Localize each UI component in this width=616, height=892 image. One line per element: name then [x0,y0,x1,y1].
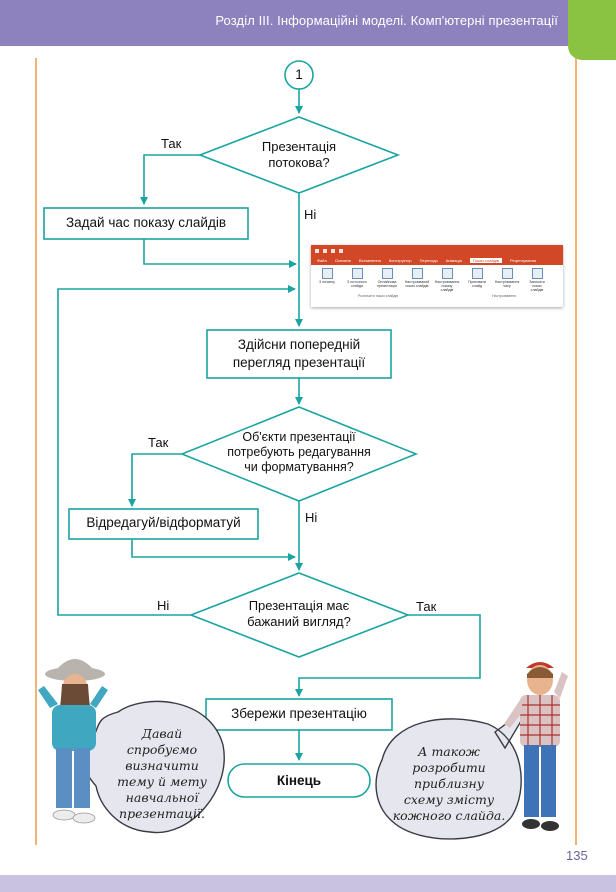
left-bubble-line: тему й мету [117,774,207,789]
left-bubble-line: навчальної [125,790,199,805]
ribbon-tab: Рецензування [510,258,537,263]
end-terminator-shape [227,763,371,798]
left-bubble-text: Давай спробуємо визначити тему й мету на… [104,726,220,822]
ribbon-button: Записати показ слайдів [527,268,547,292]
ribbon-button: З початку [317,268,337,292]
page-number: 135 [566,848,588,863]
ribbon-tab: Вставлення [358,258,381,263]
slideshow-icon [351,268,363,279]
decision-1-line-1: Презентація [261,139,337,154]
ribbon-button: Настроювання часу [495,268,519,292]
left-bubble-line: презентації. [119,806,205,821]
ribbon-tab: Анімація [445,258,462,263]
decision-3-label: Презентація має бажаний вигляд? [219,598,379,630]
decision-3-shape [188,572,411,658]
ribbon-button: Приховати слайд [467,268,487,292]
chapter-title: Розділ III. Інформаційні моделі. Комп'ют… [215,13,558,28]
decision-3-line-1: Презентація має [248,598,350,613]
ribbon-tabs: Файл Основне Вставлення Конструктор Пере… [311,256,563,265]
ribbon-groups: Розпочати показ слайдів Настроювання [311,292,563,298]
ribbon-button: З поточного слайда [347,268,367,292]
decision-2-line-2: потребують редагування [227,445,371,459]
box-preview-line-2: перегляд презентації [232,355,366,370]
ribbon-quick-access [311,245,563,256]
decision-2-no-label: Ні [305,510,318,525]
globe-icon [381,268,393,279]
ribbon-tab: Переходи [419,258,438,263]
decision-1-line-2: потокова? [268,155,330,170]
page-footer-band [0,875,616,892]
decision-2-line-3: чи форматування? [244,460,354,474]
connector-label: 1 [295,67,303,82]
hide-slide-icon [471,268,483,279]
right-bubble-line: кожного слайда. [392,808,506,823]
ribbon-buttons: З початку З поточного слайда Онлайнова п… [311,265,563,292]
end-label: Кінець [276,773,322,788]
decision-1-no-label: Ні [304,207,317,222]
ribbon-button: Онлайнова презентація [377,268,397,292]
ribbon-button: Настроюваний показ слайдів [405,268,429,292]
decision-2-label: Об'єкти презентації потребують редагуван… [212,430,386,475]
right-bubble-line: розробити [412,760,486,775]
right-bubble-line: приблизну [413,776,485,791]
boy-illustration [504,662,568,831]
powerpoint-ribbon-screenshot: Файл Основне Вставлення Конструктор Пере… [311,245,563,307]
right-bubble-line: схему змісту [403,792,495,807]
chapter-tab [568,0,616,60]
ribbon-tab: Файл [317,258,327,263]
box-save-label: Збережи презентацію [231,706,367,721]
decision-1-label: Презентація потокова? [220,139,378,171]
ribbon-group-label: Розпочати показ слайдів [358,294,399,298]
decision-3-yes-label: Так [416,599,437,614]
ribbon-tab-active: Показ слайдів [469,258,503,263]
decision-2-yes-label: Так [148,435,169,450]
decision-3-no-label: Ні [157,598,170,613]
record-icon [531,268,543,279]
setup-icon [441,268,453,279]
ribbon-button: Настроювання показу слайдів [435,268,459,292]
right-bubble-line: А також [418,744,480,759]
ribbon-tab: Конструктор [388,258,412,263]
girl-illustration [38,659,108,824]
custom-show-icon [411,268,423,279]
left-bubble-line: визначити [125,758,199,773]
decision-1-yes-label: Так [161,136,182,151]
chapter-header: Розділ III. Інформаційні моделі. Комп'ют… [0,0,616,46]
box-preview-label: Здійсни попередній перегляд презентації [207,336,391,372]
box-save-shape [205,698,393,731]
decision-2-line-1: Об'єкти презентації [242,430,356,444]
box-edit-shape [68,508,259,540]
timing-icon [501,268,513,279]
left-bubble-line: Давай [141,726,183,741]
decision-3-line-2: бажаний вигляд? [247,614,351,629]
box-time-shape [43,207,249,240]
ribbon-group-label: Настроювання [492,294,516,298]
right-bubble-text: А також розробити приблизну схему змісту… [384,744,514,824]
box-edit-label: Відредагуй/відформатуй [86,515,241,530]
box-time-label: Задай час показу слайдів [65,215,227,230]
left-bubble-line: спробуємо [126,742,198,757]
box-preview-line-1: Здійсни попередній [237,337,361,352]
slideshow-icon [321,268,333,279]
ribbon-tab: Основне [334,258,351,263]
